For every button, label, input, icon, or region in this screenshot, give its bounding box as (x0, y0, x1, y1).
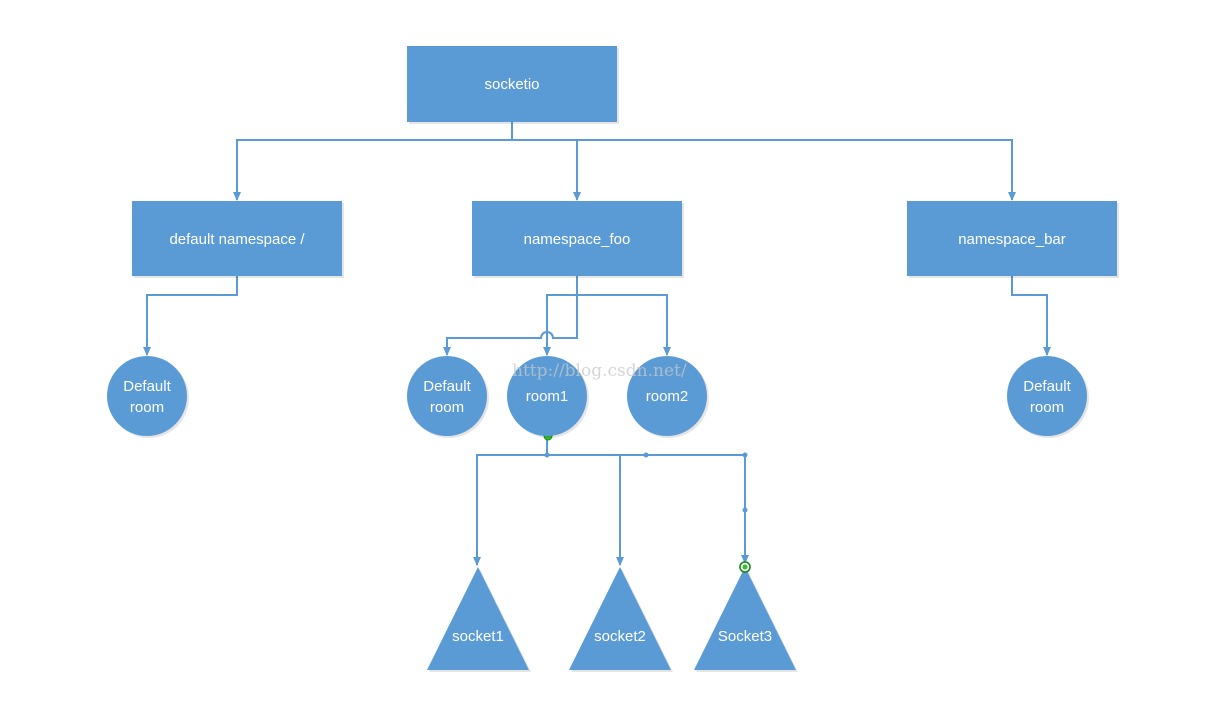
edge-ns-foo-to-default-room (443, 276, 578, 356)
node-root[interactable]: socketio (407, 46, 619, 124)
edge-ns-bar-to-room (1011, 276, 1051, 356)
node-default-room-left-line1: Default (123, 378, 171, 395)
node-default-room-foo[interactable]: Default room (407, 356, 489, 438)
node-default-room-bar-line2: room (1030, 399, 1064, 416)
edge-room1-to-socket2 (547, 454, 624, 566)
node-room1-label: room1 (526, 388, 569, 405)
node-root-label: socketio (484, 76, 539, 93)
node-socket2[interactable]: socket2 (569, 567, 673, 672)
watermark-text: http://blog.csdn.net/ (512, 361, 687, 381)
edge-root-to-ns-bar (577, 139, 1016, 201)
edge-root-to-ns-default (233, 122, 513, 201)
node-ns-bar-label: namespace_bar (958, 231, 1066, 248)
node-ns-default[interactable]: default namespace / (132, 201, 344, 278)
waypoint-handle[interactable] (643, 452, 649, 458)
edge-root-to-ns-foo (512, 139, 581, 201)
connectors (143, 122, 1051, 573)
node-ns-foo[interactable]: namespace_foo (472, 201, 684, 278)
edge-ns-foo-to-room1 (543, 294, 577, 356)
node-room2[interactable]: room2 (627, 356, 709, 438)
node-ns-foo-label: namespace_foo (524, 231, 631, 248)
node-default-room-left[interactable]: Default room (107, 356, 189, 438)
edge-room1-to-socket3 (620, 454, 749, 564)
node-ns-bar[interactable]: namespace_bar (907, 201, 1119, 278)
edge-ns-foo-to-room2 (577, 294, 671, 356)
node-room2-label: room2 (646, 388, 689, 405)
node-default-room-foo-line2: room (430, 399, 464, 416)
node-ns-default-label: default namespace / (169, 231, 305, 248)
node-socket2-label: socket2 (594, 628, 646, 645)
edge-room1-to-socket1 (473, 437, 548, 566)
node-socket3-label: Socket3 (718, 628, 772, 645)
connector-end-handle-top-dot (742, 564, 748, 570)
waypoint-handle[interactable] (742, 507, 748, 513)
node-socket3[interactable]: Socket3 (694, 567, 798, 672)
node-default-room-bar[interactable]: Default room (1007, 356, 1089, 438)
waypoint-handle[interactable] (742, 452, 748, 458)
node-default-room-bar-line1: Default (1023, 378, 1071, 395)
node-default-room-left-line2: room (130, 399, 164, 416)
node-default-room-foo-line1: Default (423, 378, 471, 395)
waypoint-handle[interactable] (544, 452, 550, 458)
node-socket1-label: socket1 (452, 628, 504, 645)
edge-ns-default-to-room (143, 276, 238, 356)
node-room1[interactable]: room1 (507, 356, 589, 438)
node-socket1[interactable]: socket1 (427, 567, 531, 672)
